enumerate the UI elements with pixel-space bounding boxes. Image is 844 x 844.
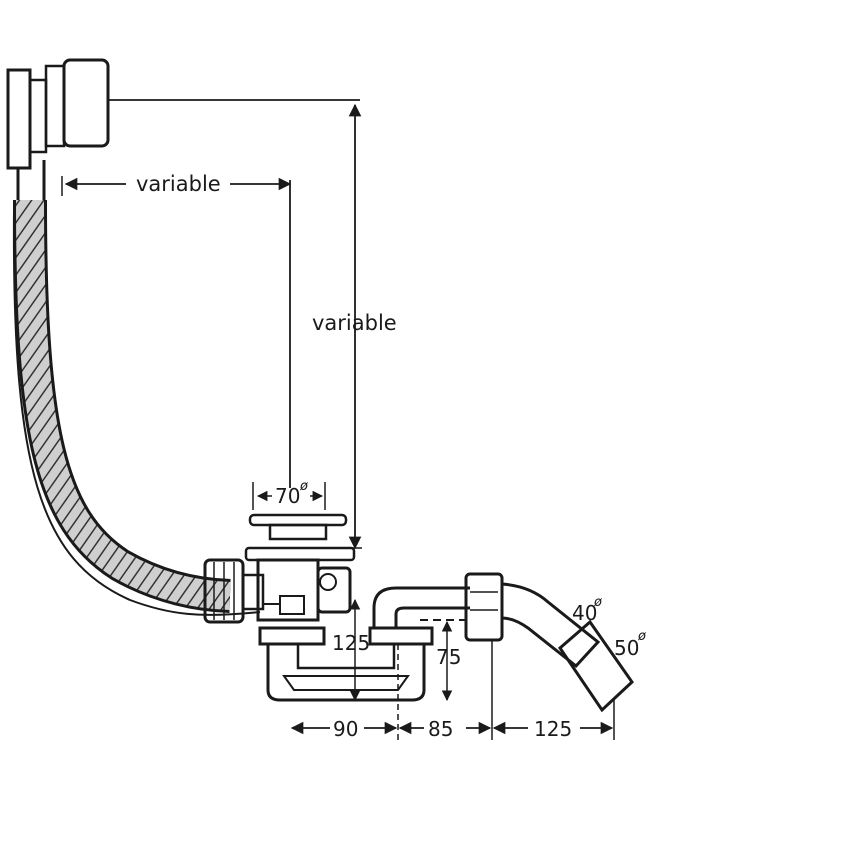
outlet-pipe	[372, 572, 634, 713]
label-height-outlet: 75	[436, 645, 461, 669]
overflow-head	[6, 58, 110, 200]
label-height-trap: 125	[332, 631, 370, 655]
label-diameter-drain: 70	[275, 484, 300, 508]
diameter-mark-small: ø	[593, 595, 603, 610]
hose-coupling	[203, 558, 265, 624]
dimension-lines	[61, 99, 615, 740]
flexible-hose	[12, 199, 261, 616]
label-diameter-large: 50	[614, 636, 639, 660]
diameter-mark-drain: ø	[299, 479, 309, 494]
drain-assembly	[244, 513, 356, 622]
label-diameter-small: 40	[572, 601, 597, 625]
label-variable-vertical: variable	[312, 311, 397, 335]
label-width-c: 125	[534, 717, 572, 741]
label-width-b: 85	[428, 717, 453, 741]
diameter-mark-large: ø	[637, 629, 647, 644]
label-variable-horizontal: variable	[136, 172, 221, 196]
label-width-a: 90	[333, 717, 358, 741]
